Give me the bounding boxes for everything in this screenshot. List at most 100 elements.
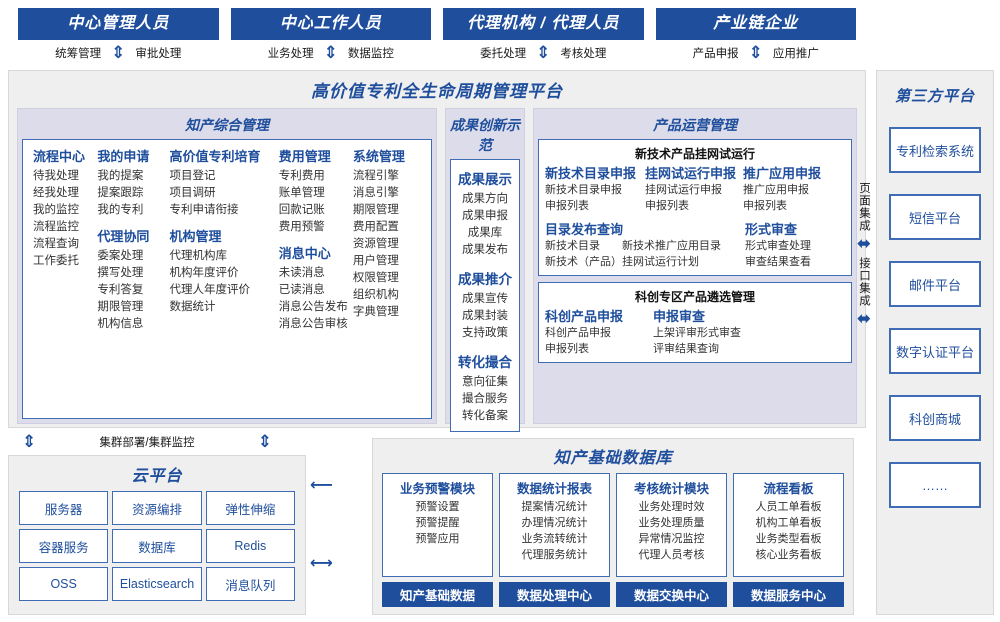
menu-item[interactable]: 新技术（产品）挂网试运行计划	[545, 256, 699, 268]
menu-head[interactable]: 新技术目录申报	[545, 166, 637, 181]
db-item[interactable]: 业务处理质量	[638, 517, 705, 529]
menu-item[interactable]: 审查结果查看	[745, 256, 811, 268]
cloud-item-6[interactable]: OSS	[19, 567, 109, 601]
menu-item[interactable]: 成果方向	[462, 193, 508, 205]
menu-item[interactable]: 专利申请衔接	[169, 204, 239, 216]
menu-item[interactable]: 委案处理	[97, 250, 144, 262]
third-party-item-1[interactable]: 短信平台	[889, 194, 981, 240]
menu-item[interactable]: 申报列表	[645, 200, 689, 212]
menu-item[interactable]: 机构信息	[97, 318, 144, 330]
menu-item[interactable]: 撮合服务	[462, 393, 508, 405]
db-item[interactable]: 提案情况统计	[521, 501, 588, 513]
db-item[interactable]: 代理人员考核	[638, 549, 705, 561]
menu-item[interactable]: 资源管理	[352, 238, 399, 250]
menu-item[interactable]: 工作委托	[33, 255, 79, 267]
database-footer-1[interactable]: 数据处理中心	[499, 582, 610, 607]
cloud-item-1[interactable]: 资源编排	[112, 491, 202, 525]
menu-item[interactable]: 转化备案	[462, 410, 508, 422]
menu-item[interactable]: 挂网试运行申报	[645, 184, 722, 196]
db-item[interactable]: 预警提醒	[415, 517, 460, 529]
menu-item[interactable]: 经我处理	[33, 187, 79, 199]
menu-item[interactable]: 权限管理	[352, 272, 399, 284]
third-party-item-5[interactable]: ……	[889, 462, 981, 508]
menu-head[interactable]: 申报审查	[653, 309, 706, 324]
third-party-item-2[interactable]: 邮件平台	[889, 261, 981, 307]
menu-head[interactable]: 代理协同	[97, 229, 150, 244]
db-head[interactable]: 业务预警模块	[399, 482, 475, 496]
menu-head[interactable]: 流程中心	[33, 149, 86, 164]
menu-item[interactable]: 形式审查处理	[745, 240, 811, 252]
role-title-1[interactable]: 中心工作人员	[230, 8, 431, 40]
third-party-item-4[interactable]: 科创商城	[889, 395, 981, 441]
menu-head[interactable]: 科创产品申报	[545, 309, 624, 324]
db-item[interactable]: 预警设置	[415, 501, 460, 513]
menu-item[interactable]: 申报列表	[545, 200, 589, 212]
menu-item[interactable]: 项目调研	[169, 187, 216, 199]
menu-item[interactable]: 流程引擎	[352, 170, 399, 182]
menu-head[interactable]: 机构管理	[169, 229, 222, 244]
cloud-item-8[interactable]: 消息队列	[205, 567, 295, 601]
menu-item[interactable]: 申报列表	[545, 343, 589, 355]
menu-item[interactable]: 消息公告审核	[278, 318, 348, 330]
menu-item[interactable]: 我的监控	[33, 204, 79, 216]
menu-head[interactable]: 目录发布查询	[545, 222, 624, 237]
menu-item[interactable]: 专利费用	[278, 170, 325, 182]
menu-item[interactable]: 成果库	[467, 227, 503, 239]
db-item[interactable]: 办理情况统计	[521, 517, 588, 529]
menu-head[interactable]: 费用管理	[278, 149, 331, 164]
db-item[interactable]: 预警应用	[415, 533, 460, 545]
database-footer-3[interactable]: 数据服务中心	[733, 582, 844, 607]
menu-item[interactable]: 流程监控	[33, 221, 79, 233]
menu-item[interactable]: 上架评审形式审查	[653, 327, 741, 339]
cloud-item-2[interactable]: 弹性伸缩	[205, 491, 295, 525]
menu-item[interactable]: 字典管理	[352, 306, 399, 318]
cloud-item-5[interactable]: Redis	[205, 529, 295, 563]
menu-item[interactable]: 成果封装	[462, 310, 508, 322]
menu-item[interactable]: 项目登记	[169, 170, 216, 182]
menu-item[interactable]: 流程查询	[33, 238, 79, 250]
menu-item[interactable]: 消息引擎	[352, 187, 399, 199]
menu-item[interactable]: 消息公告发布	[278, 301, 348, 313]
db-item[interactable]: 人员工单看板	[755, 501, 822, 513]
menu-item[interactable]: 期限管理	[97, 301, 144, 313]
menu-item[interactable]: 推广应用申报	[743, 184, 809, 196]
menu-item[interactable]: 账单管理	[278, 187, 325, 199]
menu-item[interactable]: 代理人年度评价	[169, 284, 251, 296]
database-footer-2[interactable]: 数据交换中心	[616, 582, 727, 607]
menu-head[interactable]: 我的申请	[97, 149, 150, 164]
menu-item[interactable]: 已读消息	[278, 284, 325, 296]
menu-head[interactable]: 成果展示	[458, 172, 512, 187]
menu-item[interactable]: 机构年度评价	[169, 267, 239, 279]
menu-head[interactable]: 挂网试运行申报	[645, 166, 737, 181]
menu-item[interactable]: 回款记账	[278, 204, 325, 216]
menu-item[interactable]: 费用配置	[352, 221, 399, 233]
role-title-3[interactable]: 产业链企业	[655, 8, 856, 40]
menu-item[interactable]: 新技术目录 新技术推广应用目录	[545, 240, 721, 252]
cloud-item-0[interactable]: 服务器	[19, 491, 109, 525]
third-party-item-3[interactable]: 数字认证平台	[889, 328, 981, 374]
menu-item[interactable]: 成果申报	[462, 210, 508, 222]
db-item[interactable]: 机构工单看板	[755, 517, 822, 529]
menu-head[interactable]: 成果推介	[458, 272, 512, 287]
menu-item[interactable]: 我的专利	[97, 204, 144, 216]
menu-item[interactable]: 评审结果查询	[653, 343, 719, 355]
db-item[interactable]: 异常情况监控	[638, 533, 705, 545]
menu-item[interactable]: 意向征集	[462, 376, 508, 388]
menu-head[interactable]: 形式审查	[745, 222, 798, 237]
db-head[interactable]: 考核统计模块	[633, 482, 709, 496]
menu-item[interactable]: 支持政策	[462, 327, 508, 339]
menu-item[interactable]: 科创产品申报	[545, 327, 611, 339]
menu-item[interactable]: 数据统计	[169, 301, 216, 313]
menu-item[interactable]: 专利答复	[97, 284, 144, 296]
cloud-item-4[interactable]: 数据库	[112, 529, 202, 563]
db-item[interactable]: 代理服务统计	[521, 549, 588, 561]
menu-item[interactable]: 代理机构库	[169, 250, 228, 262]
db-head[interactable]: 数据统计报表	[516, 482, 592, 496]
db-item[interactable]: 业务类型看板	[755, 533, 822, 545]
menu-item[interactable]: 成果宣传	[462, 293, 508, 305]
role-title-2[interactable]: 代理机构 / 代理人员	[443, 8, 644, 40]
menu-item[interactable]: 提案跟踪	[97, 187, 144, 199]
menu-item[interactable]: 撰写处理	[97, 267, 144, 279]
menu-item[interactable]: 费用预警	[278, 221, 325, 233]
db-head[interactable]: 流程看板	[763, 482, 814, 496]
